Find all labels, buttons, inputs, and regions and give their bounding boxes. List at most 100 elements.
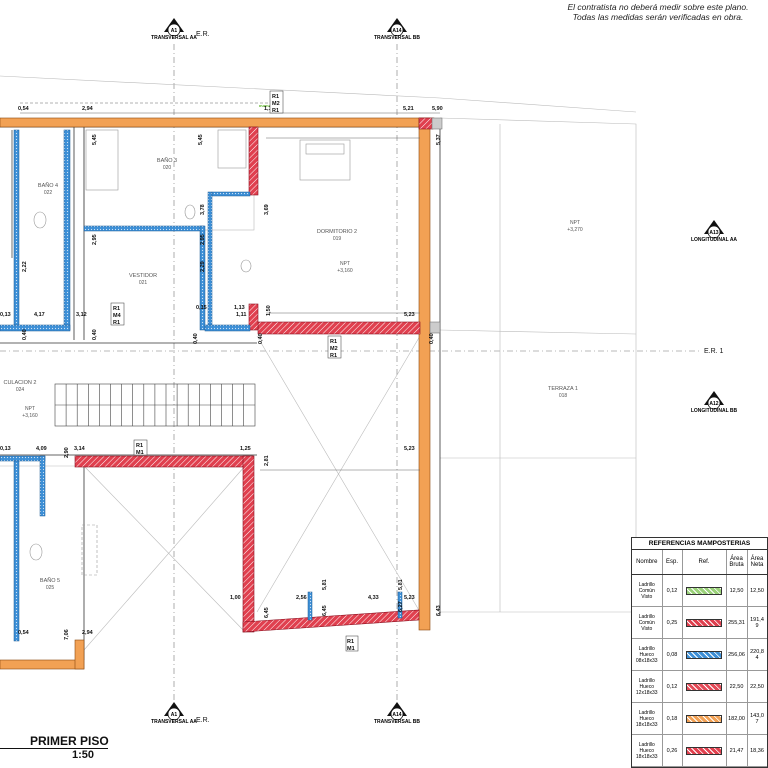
level-013b: 0,13 bbox=[0, 446, 11, 452]
legend-col-nombre: Nombre bbox=[632, 550, 663, 575]
level-labels: 0,54 2,94 1,13 5,21 5,90 5,23 0,13 4,17 … bbox=[0, 106, 443, 636]
level-643: 6,43 bbox=[436, 605, 442, 616]
level-314: 3,14 bbox=[74, 446, 86, 452]
level-013: 0,13 bbox=[0, 312, 11, 318]
section-marker-a1-bottom-circle bbox=[167, 707, 181, 721]
level-125: 1,25 bbox=[240, 446, 251, 452]
room-terraza-code: 018 bbox=[559, 393, 568, 399]
contractor-note: El contratista no deberá medir sobre est… bbox=[558, 2, 758, 22]
section-marker-a13-sub: LONGITUDINAL AA bbox=[691, 237, 737, 243]
sheet-scale: 1:50 bbox=[72, 749, 95, 761]
level-113b: 1,13 bbox=[234, 305, 245, 311]
legend-col-bruta: Área Bruta bbox=[726, 550, 748, 575]
room-bano4-code: 022 bbox=[44, 190, 53, 196]
legend-ref bbox=[682, 606, 727, 639]
tag-mid-m2: M2 bbox=[330, 346, 338, 352]
level-369: 3,69 bbox=[264, 204, 270, 215]
legend-esp: 0,12 bbox=[662, 574, 683, 607]
level-294-bot: 2,94 bbox=[82, 630, 94, 636]
blue-walls bbox=[0, 129, 403, 642]
section-marker-a12-label: A12 bbox=[709, 401, 718, 407]
tag-mid-r1: R1 bbox=[330, 339, 337, 345]
legend-col-esp: Esp. bbox=[662, 550, 683, 575]
legend-col-ref: Ref. bbox=[682, 550, 727, 575]
tag-low-m1: M1 bbox=[136, 450, 144, 456]
legend-neta: 220,8 4 bbox=[747, 638, 767, 671]
level-581b: 5,81 bbox=[398, 579, 404, 590]
legend-swatch bbox=[686, 586, 722, 595]
level-523c: 5,23 bbox=[404, 595, 415, 601]
legend-swatch bbox=[686, 682, 722, 691]
room-terraza: TERRAZA 1 bbox=[548, 386, 578, 392]
bath-fixtures bbox=[29, 129, 252, 576]
level-040e: 0,40 bbox=[429, 333, 435, 344]
axis-labels: E.R. E.R. E.R. 1 bbox=[196, 31, 724, 724]
room-circulacion-code: 024 bbox=[16, 387, 25, 393]
section-marker-a12-sub: LONGITUDINAL BB bbox=[691, 408, 738, 414]
level-645b: 6,45 bbox=[322, 605, 328, 616]
section-marker-a1-top-sub: TRANSVERSAL AA bbox=[151, 35, 197, 41]
legend-swatch bbox=[686, 746, 722, 755]
legend-esp: 0,26 bbox=[662, 734, 683, 767]
tag-ves-r1: R1 bbox=[113, 306, 120, 312]
room-bano5: BAÑO 5 bbox=[40, 577, 60, 584]
legend-esp: 0,18 bbox=[662, 702, 683, 735]
tag-top-r1: R1 bbox=[272, 94, 279, 100]
level-222: 2,22 bbox=[22, 261, 28, 272]
legend-ref bbox=[682, 638, 727, 671]
legend-name: Ladrillo Hueco 18x18x33 bbox=[632, 702, 663, 735]
legend-esp: 0,08 bbox=[662, 638, 683, 671]
level-417: 4,17 bbox=[34, 312, 45, 318]
legend-ref bbox=[682, 670, 727, 703]
level-521-top: 5,21 bbox=[403, 106, 414, 112]
thin-walls bbox=[0, 118, 441, 660]
dimension-lines bbox=[20, 102, 440, 471]
room-bano5-code: 025 bbox=[46, 585, 55, 591]
room-npt-dorm-val: +3,160 bbox=[337, 268, 353, 274]
red-walls bbox=[74, 117, 434, 633]
level-113-top: 1,13 bbox=[264, 106, 275, 112]
sheet-title-underline bbox=[0, 748, 108, 749]
legend-swatch bbox=[686, 714, 722, 723]
legend-name: Ladrillo Hueco 12x18x33 bbox=[632, 670, 663, 703]
er1-label: E.R. 1 bbox=[704, 348, 724, 355]
level-040a: 0,40 bbox=[22, 329, 28, 340]
room-npt-dorm: NPT bbox=[340, 261, 350, 267]
section-marker-a1-bottom-label: A1 bbox=[171, 712, 178, 718]
level-433: 4,33 bbox=[368, 595, 379, 601]
level-295: 2,95 bbox=[92, 234, 98, 245]
level-229: 2,29 bbox=[200, 261, 206, 272]
column-block-2 bbox=[429, 321, 441, 334]
tag-ves-r1b: R1 bbox=[113, 320, 120, 326]
level-111: 1,11 bbox=[236, 312, 246, 318]
level-040c: 0,40 bbox=[193, 333, 199, 344]
section-marker-a14-top-circle bbox=[390, 23, 404, 37]
room-vestidor-code: 021 bbox=[139, 280, 148, 286]
room-labels: BAÑO 3 020 BAÑO 4 022 VESTIDOR 021 DORMI… bbox=[3, 157, 582, 591]
construction-lines bbox=[0, 75, 637, 651]
legend-swatch bbox=[686, 618, 722, 627]
legend-neta: 12,50 bbox=[747, 574, 767, 607]
level-290: 2,90 bbox=[64, 447, 70, 458]
green-wall bbox=[259, 105, 277, 107]
legend-bruta: 256,06 bbox=[726, 638, 748, 671]
legend-swatch bbox=[686, 650, 722, 659]
section-marker-a12-circle bbox=[707, 396, 721, 410]
section-marker-a14-bottom-sub: TRANSVERSAL BB bbox=[374, 719, 420, 725]
legend-neta: 143,0 7 bbox=[747, 702, 767, 735]
tag-low-r1: R1 bbox=[136, 443, 143, 449]
level-409: 4,09 bbox=[36, 446, 47, 452]
er-bottom-label: E.R. bbox=[196, 717, 210, 724]
section-marker-a14-top-sub: TRANSVERSAL BB bbox=[374, 35, 420, 41]
section-marker-a1-bottom-sub: TRANSVERSAL AA bbox=[151, 719, 197, 725]
column-block bbox=[431, 117, 443, 130]
level-378: 3,78 bbox=[200, 204, 206, 215]
legend-ref bbox=[682, 574, 727, 607]
section-marker-a13-label: A13 bbox=[709, 230, 718, 236]
